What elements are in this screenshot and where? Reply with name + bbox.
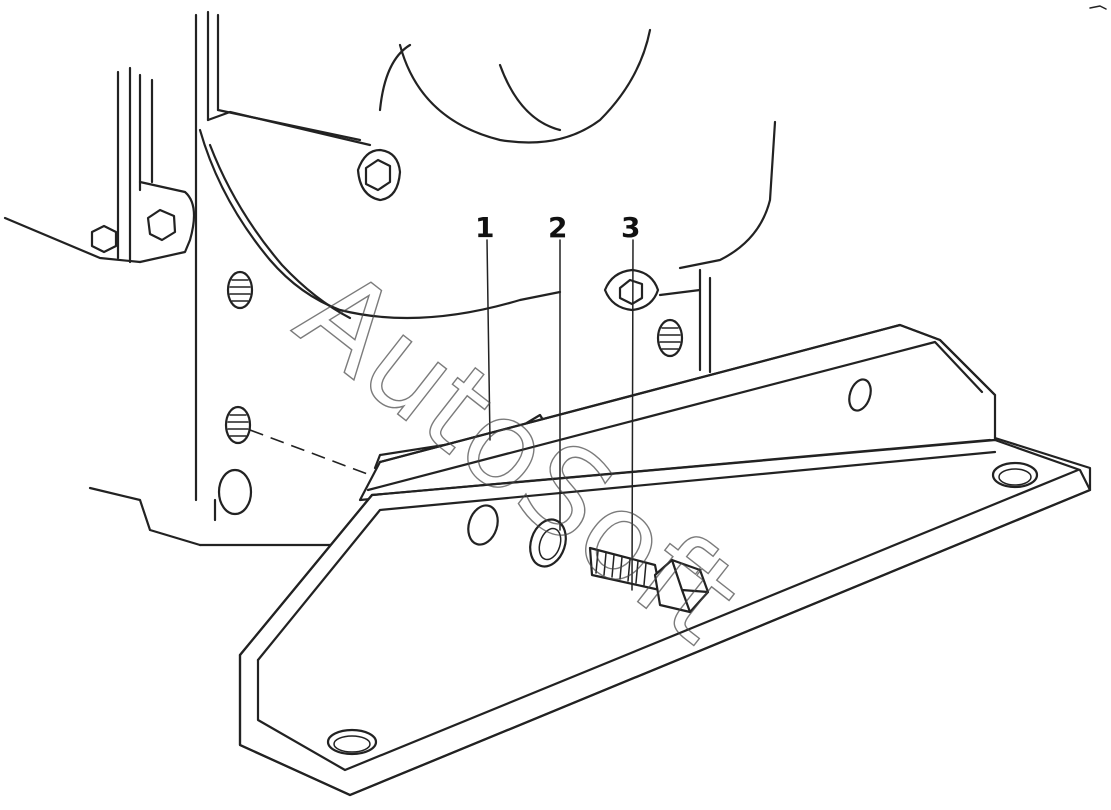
hex-bolt-icon	[146, 208, 177, 242]
threaded-hole-icon	[224, 405, 252, 445]
angle-bracket	[238, 323, 1092, 797]
callout-label-2: 2	[548, 211, 567, 244]
hex-bolt-icon	[603, 268, 660, 312]
threaded-hole-icon	[226, 270, 254, 310]
spring-washer-icon	[529, 518, 567, 568]
callout-label-1: 1	[475, 211, 494, 244]
callout-leader-1	[486, 239, 491, 441]
plain-hole-icon	[217, 468, 253, 516]
hex-bolt-icon	[90, 224, 118, 254]
hex-bolt-icon	[588, 546, 710, 614]
callout-leader-3	[631, 239, 634, 591]
alignment-line	[249, 429, 371, 476]
hex-bolt-icon	[356, 148, 402, 202]
callout-label-3: 3	[621, 211, 640, 244]
callout-leaders	[486, 239, 634, 591]
threaded-hole-icon	[656, 318, 684, 358]
housing-bolts	[90, 148, 660, 312]
threaded-holes	[217, 270, 684, 516]
corner-mark	[1089, 5, 1107, 10]
